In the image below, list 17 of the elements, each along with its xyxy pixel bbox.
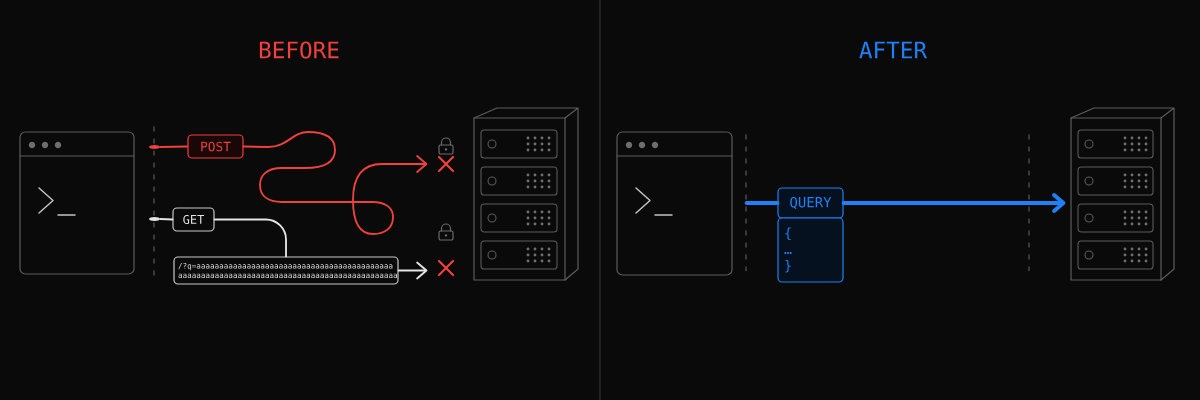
- query-box: QUERY: [777, 187, 844, 219]
- method-box: POST: [187, 134, 244, 159]
- server-rack: [1070, 107, 1175, 281]
- code-box: { … }: [777, 217, 844, 283]
- connector-line: [159, 218, 174, 221]
- arrow: [397, 261, 428, 280]
- connector-line: [159, 145, 189, 148]
- connector-line: [744, 201, 780, 205]
- arrow: [841, 193, 1066, 213]
- section-title: AFTER: [859, 41, 928, 59]
- connector-line: [213, 218, 287, 258]
- terminal-window: [19, 131, 135, 275]
- section-title: BEFORE: [259, 41, 339, 59]
- terminal-window: [616, 131, 733, 276]
- server-rack: [473, 107, 579, 281]
- method-box: GET: [172, 207, 215, 232]
- arrow: [242, 131, 428, 235]
